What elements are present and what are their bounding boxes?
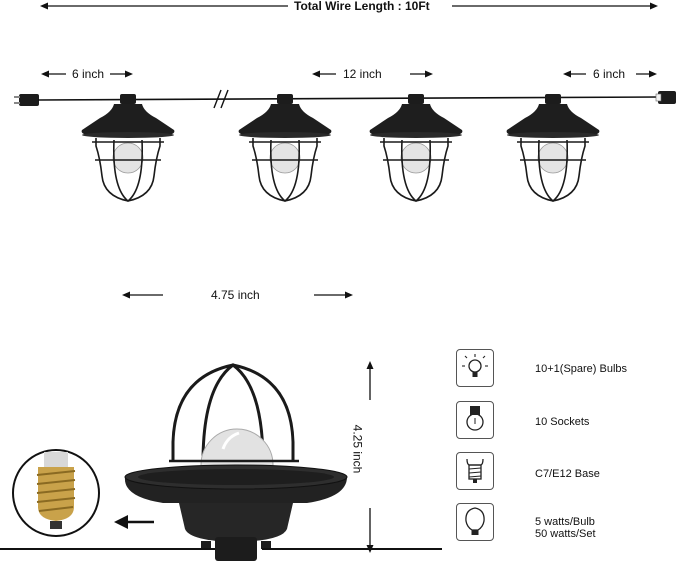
bulb-glow-icon — [462, 354, 488, 377]
string-light-illustration — [14, 89, 676, 202]
shade-width-label: 4.75 inch — [211, 288, 260, 302]
spacing-middle-label: 12 inch — [343, 67, 382, 81]
spacing-left-label: 6 inch — [72, 67, 105, 81]
feature-watts-line-2: 50 watts/Set — [535, 528, 596, 540]
total-length-arrow — [40, 2, 658, 10]
feature-bulbs-text: 10+1(Spare) Bulbs — [535, 363, 628, 375]
total-length-label: Total Wire Length : 10Ft — [294, 0, 430, 13]
spacing-right-label: 6 inch — [593, 67, 626, 81]
lower-wire — [0, 548, 442, 550]
feature-watts-box — [456, 503, 494, 541]
e12-base-icon — [466, 458, 484, 483]
feature-base-box — [456, 452, 494, 490]
feature-watts-text: 5 watts/Bulb 50 watts/Set — [535, 516, 596, 540]
lamp-height-arrow — [366, 361, 374, 553]
feature-watts-line-1: 5 watts/Bulb — [535, 516, 595, 528]
large-lamp-illustration — [124, 363, 348, 561]
feature-sockets-box — [456, 401, 494, 439]
e12-base-inset — [12, 449, 100, 537]
bulb-watt-icon — [465, 507, 485, 535]
feature-bulbs-box — [456, 349, 494, 387]
inset-pointer-arrow — [114, 515, 154, 529]
spacing-arrows — [41, 70, 657, 78]
feature-base-text: C7/E12 Base — [535, 468, 600, 480]
feature-sockets-text: 10 Sockets — [535, 416, 590, 428]
shade-width-arrow — [122, 291, 353, 299]
socket-icon — [466, 406, 484, 431]
